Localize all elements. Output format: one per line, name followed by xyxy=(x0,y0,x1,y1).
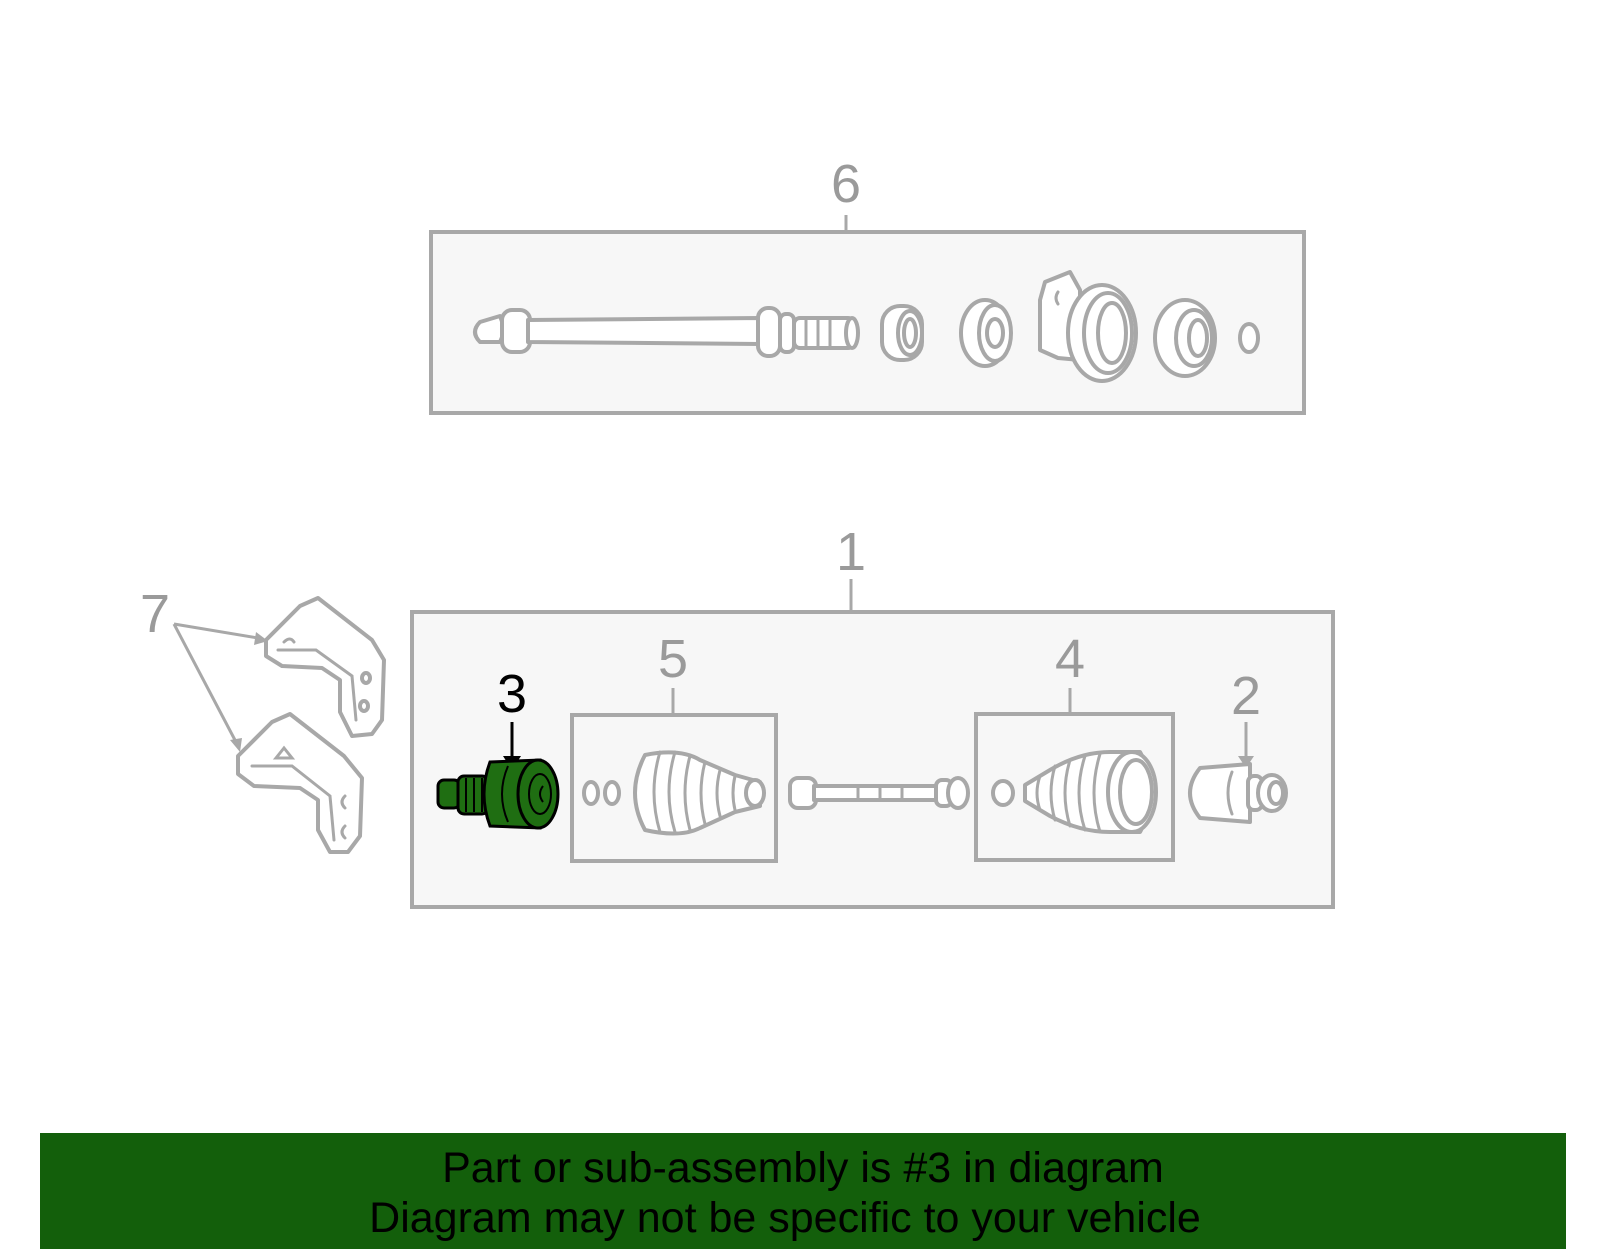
group-7-brackets[interactable] xyxy=(172,596,386,854)
part-4-inner-boot xyxy=(991,750,1158,834)
kit-bearing xyxy=(959,298,1013,368)
part-5-outer-boot xyxy=(582,750,766,836)
callout-5[interactable]: 5 xyxy=(658,629,688,689)
kit-o-ring xyxy=(1238,322,1260,354)
group-1-axle-assembly[interactable] xyxy=(410,579,1335,909)
callout-3[interactable]: 3 xyxy=(497,664,527,724)
arrow-2-head xyxy=(1238,756,1254,768)
info-banner: Part or sub-assembly is #3 in diagram Di… xyxy=(40,1133,1566,1249)
callout-6[interactable]: 6 xyxy=(831,154,861,214)
callout-1[interactable]: 1 xyxy=(836,522,866,582)
callout-4[interactable]: 4 xyxy=(1055,629,1085,689)
group-1-box xyxy=(410,610,1335,909)
center-shaft xyxy=(788,776,970,810)
banner-line-1: Part or sub-assembly is #3 in diagram xyxy=(442,1144,1164,1192)
banner-line-2: Diagram may not be specific to your vehi… xyxy=(369,1194,1201,1242)
bracket-upper xyxy=(264,596,386,738)
part-2-tripod-housing xyxy=(1188,762,1288,824)
bracket-lower xyxy=(236,712,364,854)
callout-2[interactable]: 2 xyxy=(1231,666,1261,726)
group-6-kit[interactable] xyxy=(429,215,1306,415)
kit-bracket-boot xyxy=(1038,270,1138,383)
kit-bushing xyxy=(880,304,924,362)
part-3-cv-joint-highlighted[interactable] xyxy=(436,758,560,830)
kit-shaft xyxy=(473,306,860,358)
kit-seal xyxy=(1153,298,1217,378)
callout-7[interactable]: 7 xyxy=(140,584,170,644)
leader-7b xyxy=(172,623,238,743)
arrow-7b-head xyxy=(230,738,242,752)
leader-7a xyxy=(173,622,259,640)
